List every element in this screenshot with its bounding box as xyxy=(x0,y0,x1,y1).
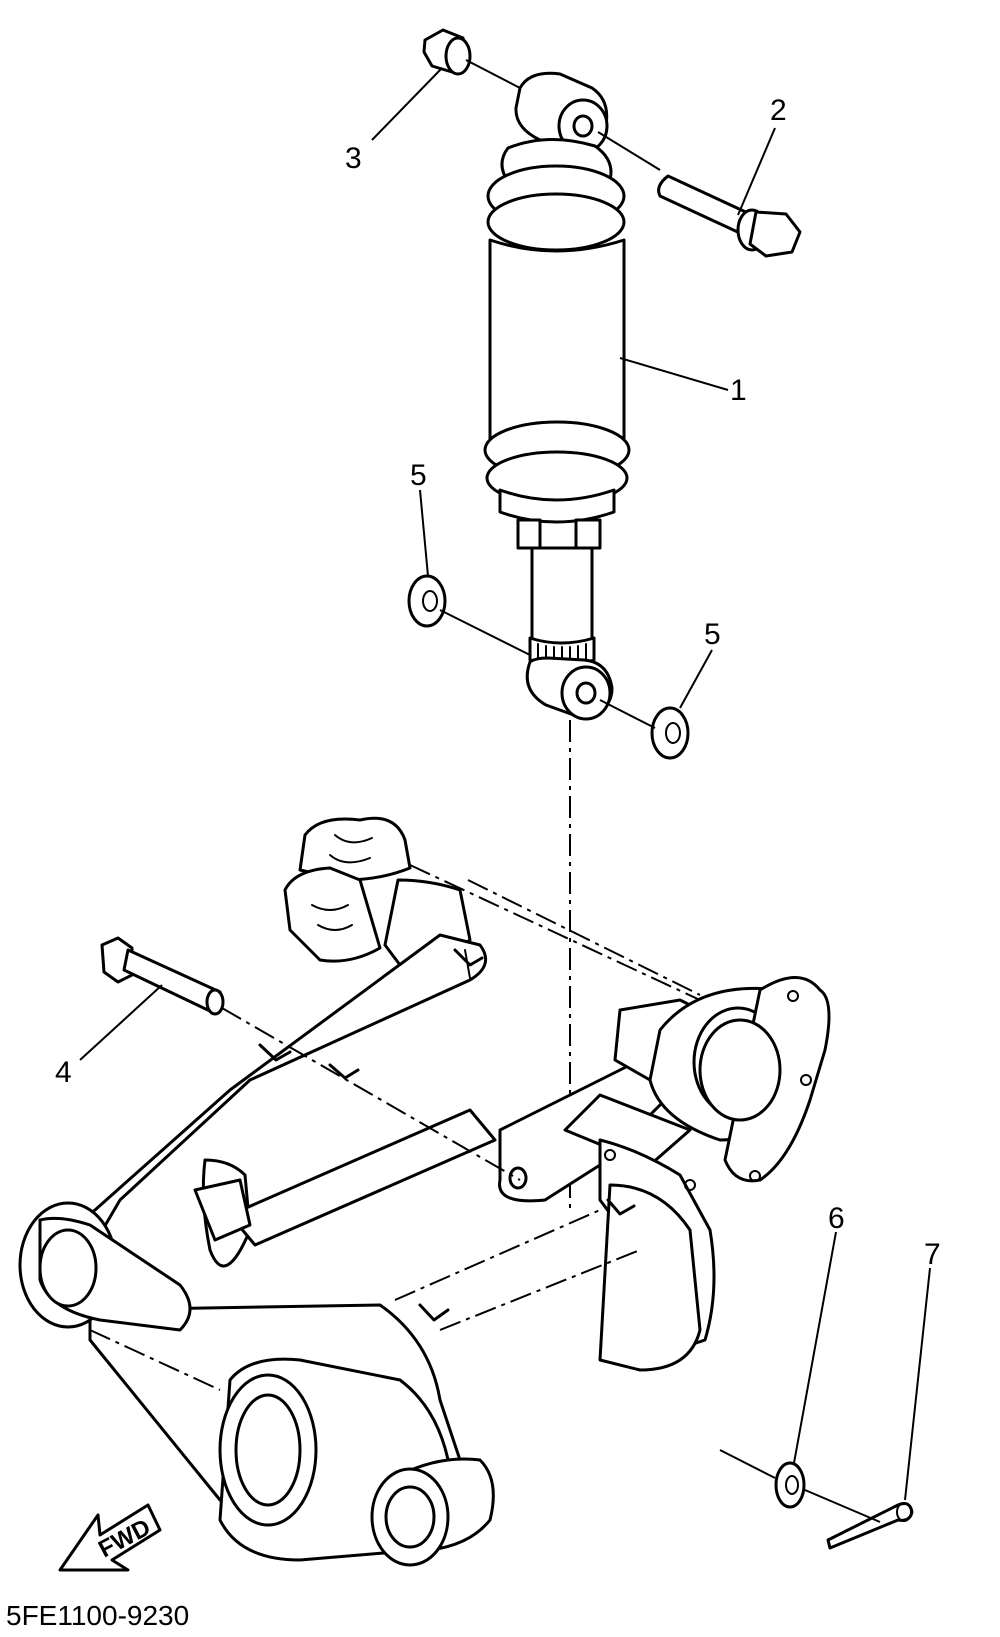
callout-5-left: 5 xyxy=(410,459,427,492)
callout-leaders xyxy=(79,67,931,1501)
callout-1: 1 xyxy=(730,374,747,407)
drawing-code: 5FE1100-9230 xyxy=(6,1600,189,1631)
swingarm xyxy=(18,816,831,1567)
washer-right xyxy=(650,706,690,760)
shock-upper-bolt xyxy=(657,174,802,258)
callout-5-right: 5 xyxy=(704,618,721,651)
rear-shock-absorber xyxy=(483,71,631,721)
callout-4: 4 xyxy=(55,1056,72,1089)
washer-left xyxy=(407,574,447,628)
callout-3: 3 xyxy=(345,142,362,175)
shock-upper-nut xyxy=(422,28,472,76)
callout-7: 7 xyxy=(924,1238,941,1271)
cotter-pin xyxy=(804,1489,914,1550)
callout-2: 2 xyxy=(770,94,787,127)
swingarm-shaft-bolt xyxy=(100,936,521,1181)
forward-direction-arrow: FWD xyxy=(58,1503,162,1572)
axle-washer xyxy=(719,1449,806,1509)
callout-6: 6 xyxy=(828,1202,845,1235)
